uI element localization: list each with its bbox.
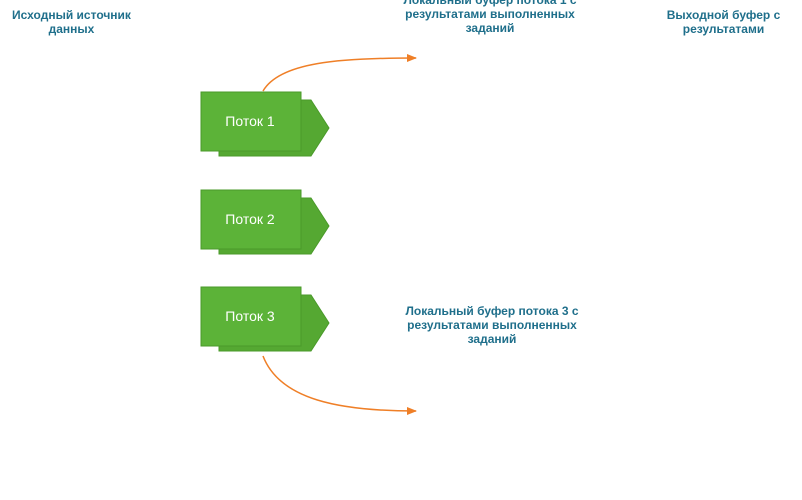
arrow-thread1-to-buffer1 xyxy=(262,54,417,92)
buffer1-title: Локальный буфер потока 1 с результатами … xyxy=(403,0,577,35)
arrow-thread3-to-buffer3 xyxy=(262,355,417,415)
thread-2: Поток 2 xyxy=(200,189,330,259)
thread-label: Поток 3 xyxy=(225,308,275,324)
thread-label: Поток 2 xyxy=(225,211,275,227)
thread-1: Поток 1 xyxy=(200,91,330,161)
output-title: Выходной буфер с результатами xyxy=(666,8,781,36)
thread-3: Поток 3 xyxy=(200,286,330,356)
thread-label: Поток 1 xyxy=(225,113,275,129)
buffer3-title: Локальный буфер потока 3 с результатами … xyxy=(405,304,579,346)
source-title: Исходный источник данных xyxy=(12,8,131,36)
